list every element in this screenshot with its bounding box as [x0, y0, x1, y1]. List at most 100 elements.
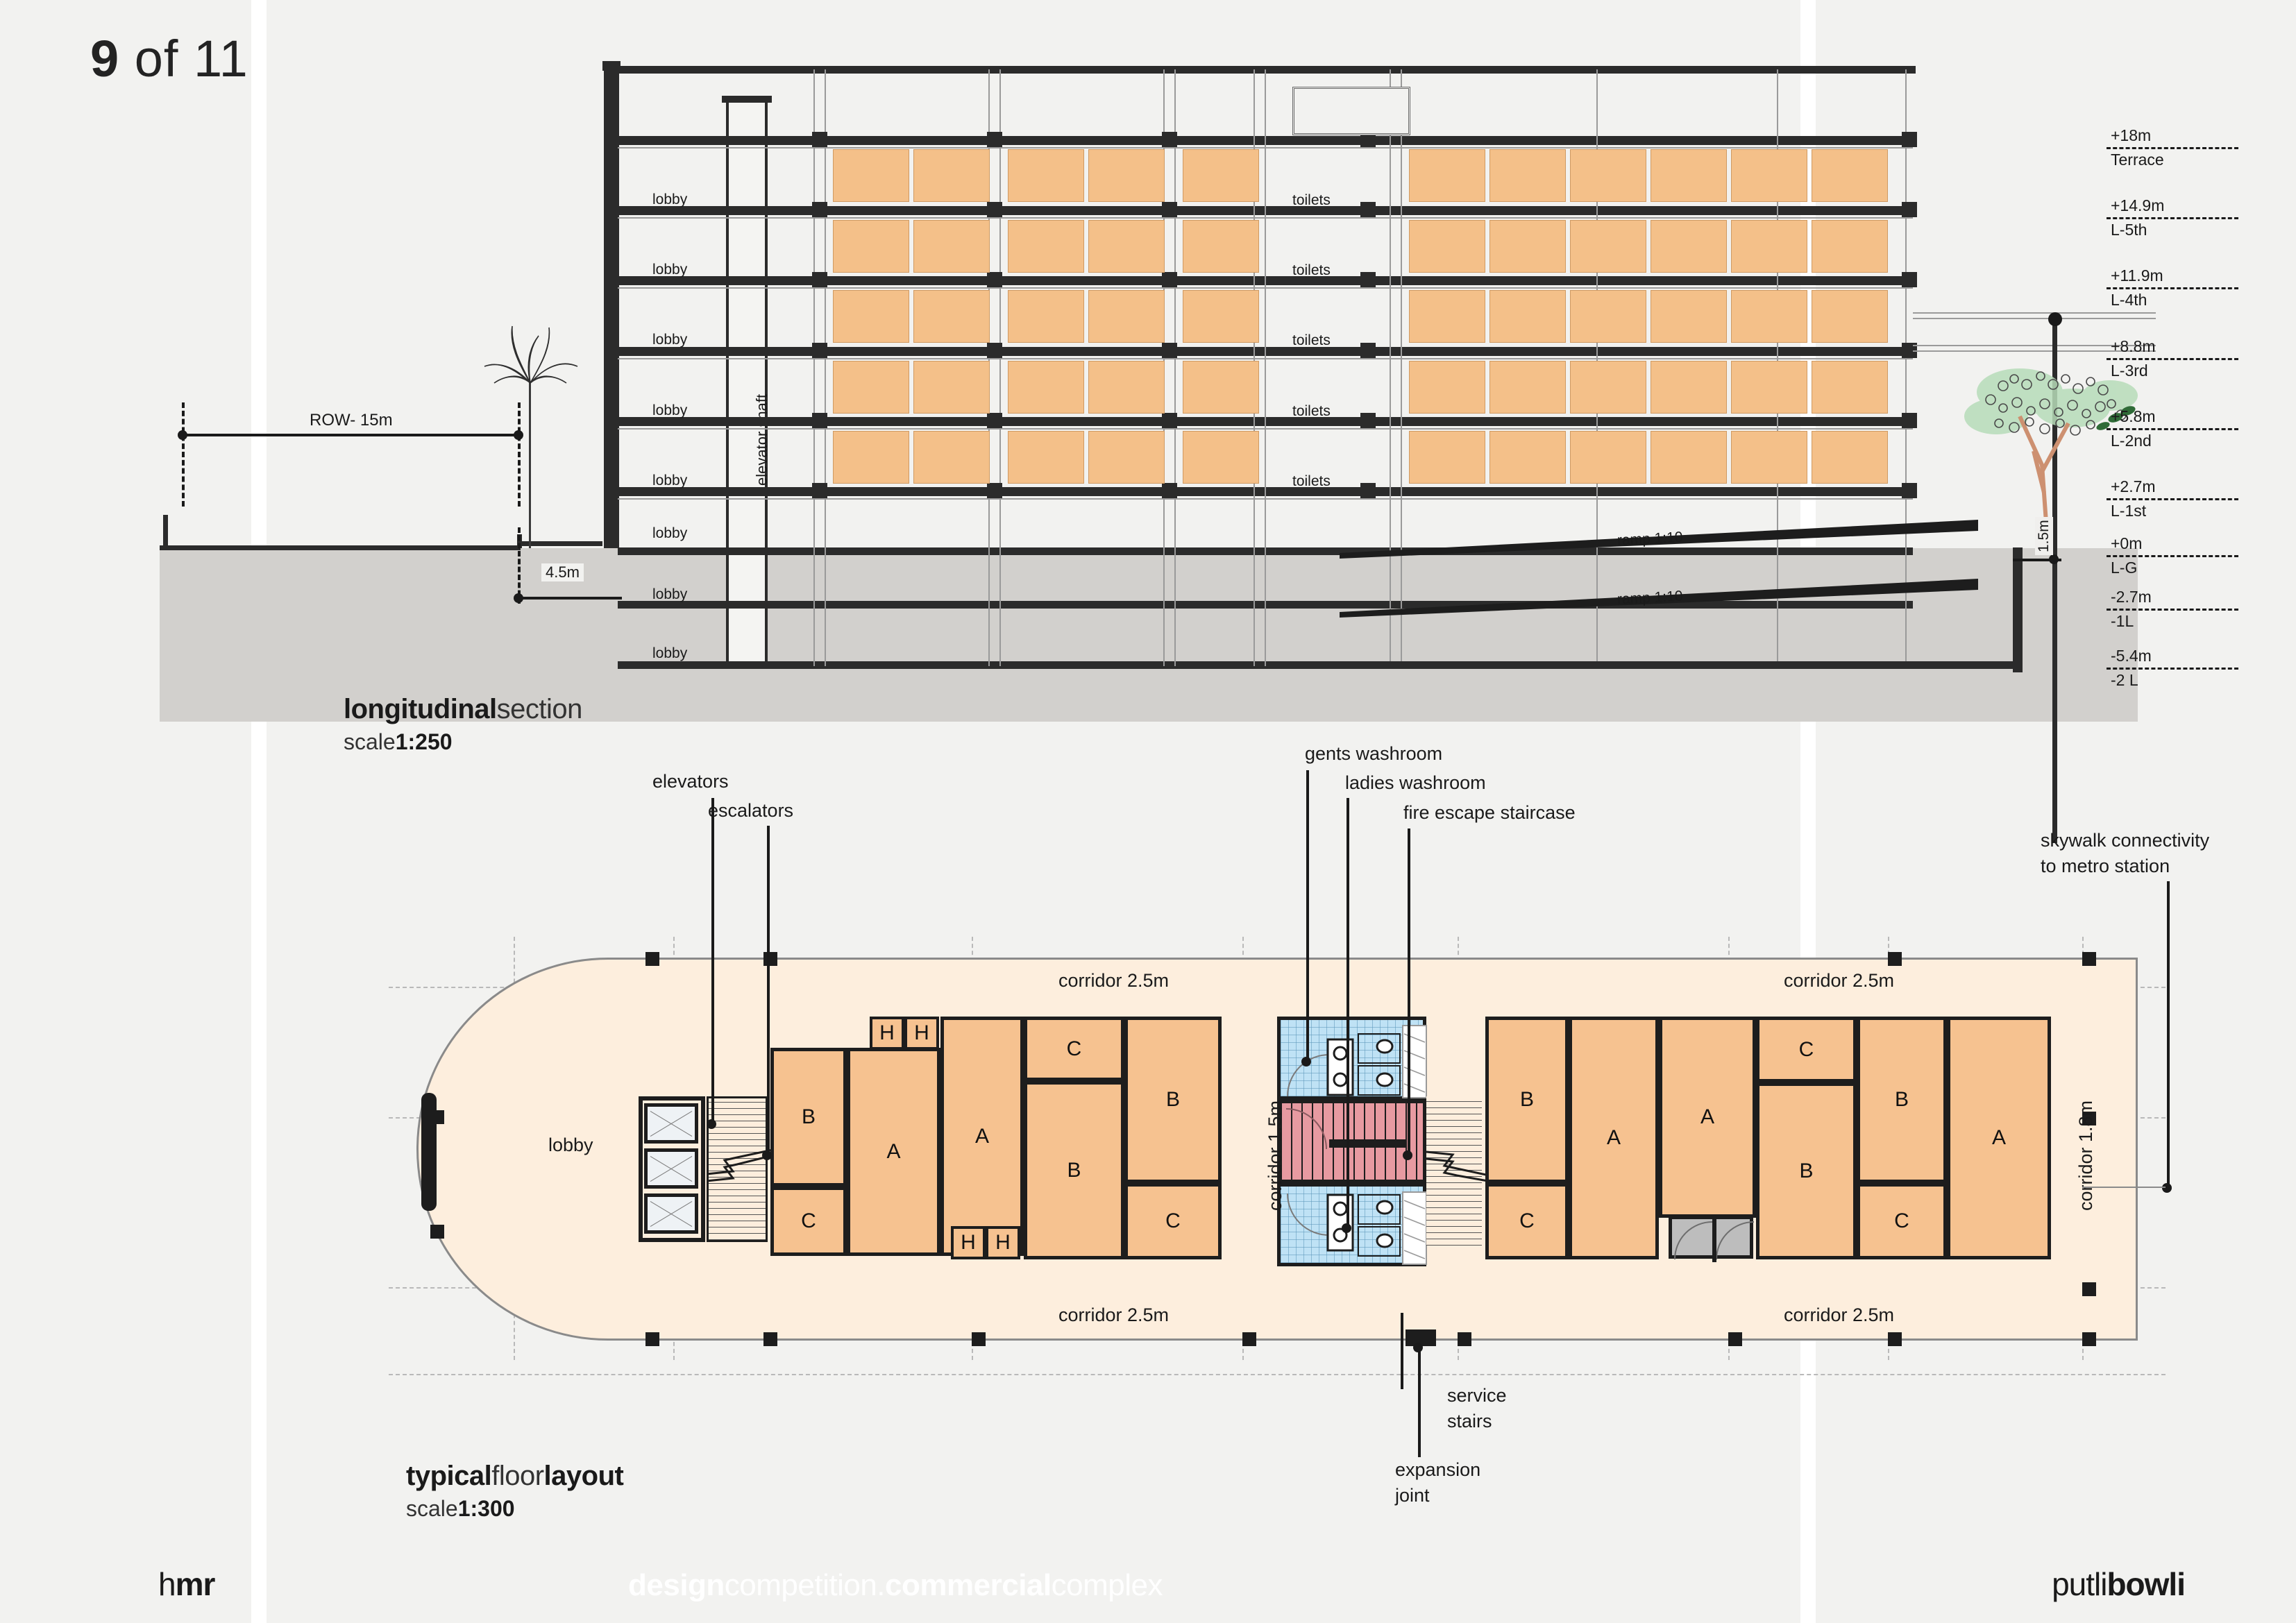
level-name: L-5th	[2111, 221, 2147, 239]
column-b5	[987, 202, 1002, 217]
retail-bay	[1489, 431, 1566, 484]
plan-column	[1458, 1332, 1471, 1346]
grid-v-3b	[1174, 69, 1176, 666]
retail-bay	[1183, 149, 1259, 202]
unit-C: C	[1485, 1183, 1569, 1259]
retail-bay	[913, 361, 990, 414]
section-toilets-label: toilets	[1292, 192, 1331, 208]
column-a2	[812, 413, 827, 428]
slab-terrace	[618, 66, 1916, 74]
plan-lobby-label: lobby	[548, 1135, 593, 1155]
retail-bay	[833, 361, 909, 414]
elevators-leader	[711, 798, 714, 1124]
retail-bay	[833, 220, 909, 273]
ramp-label-upper: ramp 1:10	[1617, 529, 1684, 549]
retail-bay	[1731, 361, 1807, 414]
retail-bay	[1409, 431, 1485, 484]
retail-bay	[1812, 220, 1888, 273]
section-toilets-label: toilets	[1292, 332, 1331, 348]
retail-bay	[913, 220, 990, 273]
fire-escape-staircase	[1277, 1100, 1426, 1183]
basement-floor	[1340, 661, 2020, 669]
section-toilets-label: toilets	[1292, 262, 1331, 278]
elevator-car-2	[644, 1148, 698, 1189]
row-tick-right	[518, 402, 521, 507]
annotation-service-stairs-2: stairs	[1447, 1411, 1492, 1431]
retail-bay	[1651, 431, 1727, 484]
kerb-left	[163, 515, 168, 550]
plan-column	[430, 1225, 444, 1239]
section-toilets-label: toilets	[1292, 473, 1331, 489]
elevator-shaft-box	[726, 101, 768, 661]
typical-floor-plan-drawing: lobby B C A H H A H H C B B C	[0, 743, 2296, 1521]
grid-v-4b	[1265, 69, 1266, 666]
tree-icon	[1964, 368, 2138, 542]
column-b4	[987, 272, 1002, 287]
level-name: Terrace	[2111, 151, 2164, 169]
page-number-of: of	[134, 30, 179, 87]
unit-C: C	[1124, 1183, 1222, 1259]
escalator-break-symbol	[706, 1145, 777, 1187]
ground-line-plinth	[519, 541, 602, 546]
corridor-label-top-right: corridor 2.5m	[1784, 970, 1895, 991]
retail-bay	[1409, 290, 1485, 343]
plan-column	[2082, 952, 2096, 966]
unit-B: B	[1485, 1017, 1569, 1183]
unit-C: C	[1024, 1017, 1124, 1081]
column-c1	[1162, 483, 1177, 498]
retail-bay	[1008, 220, 1084, 273]
row-dimension-label: ROW- 15m	[305, 411, 397, 430]
corridor-label-center: corridor 1.5m	[1265, 1100, 1285, 1211]
row-tick-left	[182, 402, 185, 507]
section-toilets-label: toilets	[1292, 403, 1331, 419]
level-elevation: -5.4m	[2111, 647, 2152, 665]
footer-practice-bold: mr	[175, 1566, 216, 1602]
plan-column	[2082, 1332, 2096, 1346]
parapet-left	[602, 61, 621, 71]
annotation-elevators: elevators	[652, 771, 729, 792]
retail-bay	[1651, 290, 1727, 343]
retail-bay	[833, 290, 909, 343]
section-scale-label: scale	[344, 729, 396, 754]
unit-A: A	[1947, 1017, 2051, 1259]
level-name: L-3rd	[2111, 362, 2148, 380]
level-elevation: +18m	[2111, 126, 2152, 144]
unit-C: C	[1857, 1183, 1947, 1259]
grid-v-8	[1905, 69, 1907, 666]
skywalk-plan-dot	[2162, 1183, 2172, 1193]
grid-v-2b	[999, 69, 1001, 666]
level-elevation: +0m	[2111, 534, 2143, 552]
level-name: L-4th	[2111, 291, 2147, 309]
escalator-break-symbol-right	[1426, 1145, 1496, 1187]
retail-bay	[1409, 149, 1485, 202]
skywalk-leader-pole	[2052, 316, 2057, 843]
column-e3	[1902, 343, 1917, 358]
level-name: L-2nd	[2111, 432, 2152, 450]
corridor-label-bottom-right: corridor 2.5m	[1784, 1305, 1895, 1325]
row-dot-right	[514, 430, 523, 440]
column-d4	[1360, 272, 1376, 287]
gents-washroom-dot	[1301, 1057, 1311, 1067]
service-stairs	[1669, 1216, 1755, 1262]
unit-H: H	[986, 1226, 1020, 1259]
retail-bay	[833, 149, 909, 202]
page-number-current: 9	[90, 30, 120, 87]
retail-bay	[1812, 361, 1888, 414]
column-d6	[1360, 132, 1376, 147]
retail-bay	[1812, 290, 1888, 343]
section-lobby-label: lobby	[652, 262, 688, 278]
elevator-car-1	[644, 1103, 698, 1144]
retail-bay	[1651, 220, 1727, 273]
elevator-shaft-label: elevator shaft	[753, 393, 770, 486]
ladies-washroom	[1277, 1183, 1427, 1266]
skywalk-dim-dot	[2049, 554, 2059, 564]
core-wall-left	[604, 62, 619, 548]
section-title-light: section	[496, 694, 583, 724]
footer-practice-light: h	[158, 1566, 176, 1602]
retail-bay	[1008, 290, 1084, 343]
section-title-block: longitudinalsection scale1:250	[344, 694, 582, 755]
section-lobby-label: lobby	[652, 192, 688, 207]
skywalk-line-lower-b	[1913, 350, 2156, 352]
retail-bay	[1088, 149, 1165, 202]
